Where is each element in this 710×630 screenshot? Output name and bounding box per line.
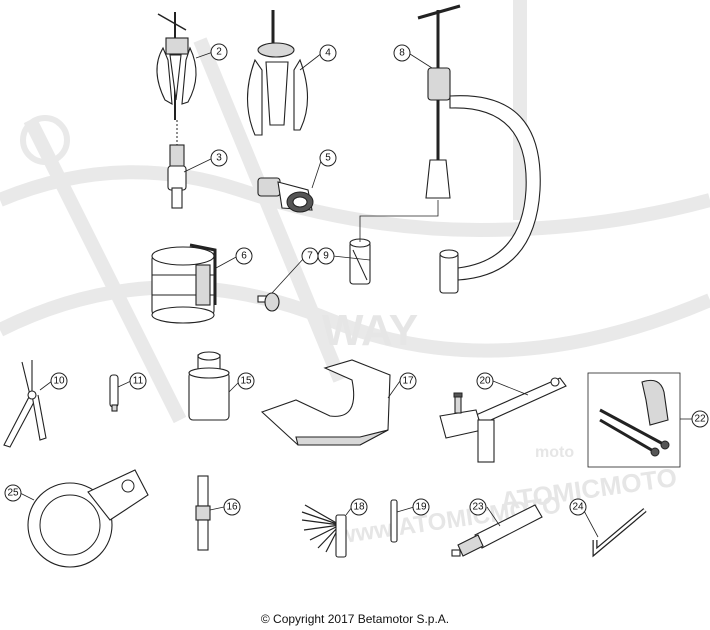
part-18-feeler-gauges <box>301 504 347 558</box>
part-7-bolt <box>257 292 280 312</box>
part-22-kit <box>587 372 681 468</box>
svg-text:2: 2 <box>216 47 222 58</box>
part-2-puller <box>156 12 197 120</box>
part-6-ring-compressor <box>151 243 217 324</box>
svg-text:5: 5 <box>325 153 331 164</box>
svg-text:10: 10 <box>53 376 65 387</box>
callout-25: 25 <box>4 484 22 502</box>
callout-24: 24 <box>569 498 587 516</box>
callout-19: 19 <box>412 498 430 516</box>
callout-22: 22 <box>691 410 709 428</box>
part-17-holding-plate <box>260 359 391 446</box>
svg-text:25: 25 <box>7 488 19 499</box>
part-16-drift <box>195 475 211 551</box>
svg-text:15: 15 <box>240 376 252 387</box>
svg-text:18: 18 <box>353 502 365 513</box>
svg-text:20: 20 <box>479 376 491 387</box>
callout-18: 18 <box>350 498 368 516</box>
svg-text:9: 9 <box>323 251 329 262</box>
callout-9: 9 <box>317 247 335 265</box>
callout-7: 7 <box>301 247 319 265</box>
part-4-bearing-puller <box>247 10 308 136</box>
callout-16: 16 <box>223 498 241 516</box>
svg-text:6: 6 <box>241 251 247 262</box>
part-23-punch <box>451 504 543 557</box>
svg-text:17: 17 <box>402 376 414 387</box>
part-11-pin <box>109 374 119 412</box>
part-3-extractor <box>167 120 187 209</box>
callout-6: 6 <box>235 247 253 265</box>
svg-text:4: 4 <box>325 48 331 59</box>
part-9-cylinder <box>349 238 371 285</box>
callout-20: 20 <box>476 372 494 390</box>
part-5-sleeve <box>257 177 314 213</box>
svg-text:8: 8 <box>399 48 405 59</box>
svg-text:11: 11 <box>133 376 144 387</box>
copyright-notice: © Copyright 2017 Betamotor S.p.A. <box>260 612 450 626</box>
svg-text:19: 19 <box>415 502 427 513</box>
callout-2: 2 <box>210 43 228 61</box>
callout-4: 4 <box>319 44 337 62</box>
callout-8: 8 <box>393 44 411 62</box>
part-24-hex-key <box>592 508 647 558</box>
callout-3: 3 <box>210 149 228 167</box>
callout-17: 17 <box>399 372 417 390</box>
callout-10: 10 <box>50 372 68 390</box>
svg-text:16: 16 <box>226 502 238 513</box>
watermark-badge: moto <box>535 444 574 461</box>
svg-text:22: 22 <box>694 414 706 425</box>
part-20-spanner <box>439 377 567 463</box>
callout-23: 23 <box>469 498 487 516</box>
part-25-flywheel-holder <box>27 469 149 568</box>
part-10-pliers <box>3 360 47 448</box>
svg-text:3: 3 <box>216 153 222 164</box>
part-8-c-clamp <box>359 4 541 294</box>
callout-11: 11 <box>129 372 147 390</box>
svg-text:7: 7 <box>307 251 313 262</box>
watermark-stamp: WAY <box>322 306 418 355</box>
part-19-rod <box>390 499 398 543</box>
svg-text:23: 23 <box>472 502 484 513</box>
callout-5: 5 <box>319 149 337 167</box>
svg-text:24: 24 <box>572 502 584 513</box>
callout-15: 15 <box>237 372 255 390</box>
part-15-adapter <box>188 351 230 421</box>
